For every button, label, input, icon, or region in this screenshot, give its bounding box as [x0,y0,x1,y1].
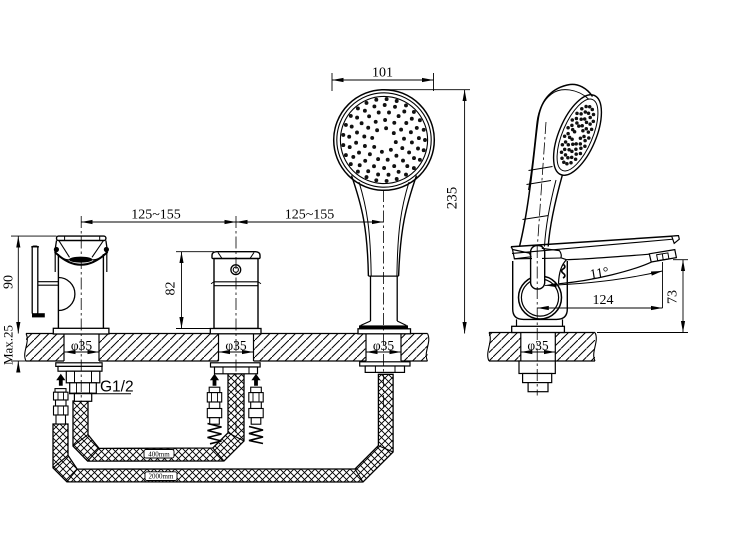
svg-text:φ35: φ35 [527,338,549,353]
svg-text:90: 90 [2,275,17,289]
svg-text:φ35: φ35 [225,338,247,353]
svg-text:124: 124 [593,293,614,308]
svg-text:2000mm: 2000mm [149,473,174,481]
svg-text:73: 73 [666,290,681,304]
svg-text:G1/2: G1/2 [100,379,134,396]
svg-text:101: 101 [372,66,393,81]
svg-text:400mm: 400mm [148,450,170,458]
svg-text:125~155: 125~155 [285,208,335,223]
svg-text:Max.25: Max.25 [1,325,16,365]
svg-text:82: 82 [164,282,179,296]
svg-text:11°: 11° [589,265,610,283]
svg-text:φ35: φ35 [71,338,93,353]
svg-text:φ35: φ35 [373,338,395,353]
svg-text:125~155: 125~155 [131,208,181,223]
svg-text:235: 235 [445,187,461,210]
